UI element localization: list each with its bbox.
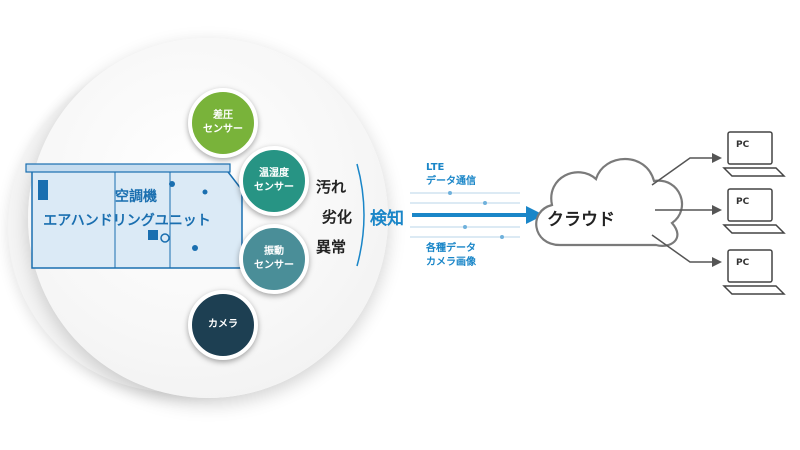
anomaly-dirt: 汚れ — [316, 178, 347, 196]
cloud-icon — [535, 158, 683, 247]
camera-sensor: カメラ — [188, 290, 258, 360]
sensor-label: 差圧 — [213, 110, 233, 121]
bracket-curve — [356, 163, 365, 267]
sensor-label: 温湿度 — [259, 168, 289, 179]
vibration-sensor: 振動 センサー — [239, 224, 309, 294]
temperature-humidity-sensor: 温湿度 センサー — [239, 146, 309, 216]
cloud-label: クラウド — [547, 210, 615, 230]
anomaly-abnormal: 異常 — [316, 238, 347, 256]
detection-label: 検知 — [370, 209, 404, 229]
sensor-label: 振動 — [264, 246, 284, 257]
air-handling-unit-illustration — [25, 163, 243, 269]
sensor-label: センサー — [254, 260, 294, 271]
pc-arrows — [651, 153, 722, 267]
sensor-label: カメラ — [208, 319, 238, 330]
unit-label-line1: 空調機 — [115, 189, 157, 205]
data-flow-arrows — [410, 191, 544, 239]
sensor-label: センサー — [203, 124, 243, 135]
pc-label-3: PC — [736, 258, 750, 268]
pc-label-1: PC — [736, 140, 750, 150]
pc-label-2: PC — [736, 197, 750, 207]
comm-top-line2: データ通信 — [426, 176, 476, 187]
differential-pressure-sensor: 差圧 センサー — [188, 88, 258, 158]
unit-label-line2: エアハンドリングユニット — [43, 213, 211, 229]
comm-bottom-line1: 各種データ — [426, 243, 476, 254]
laptop-icon — [722, 188, 786, 234]
comm-bottom-line2: カメラ画像 — [426, 257, 476, 268]
comm-top-line1: LTE — [426, 162, 445, 173]
laptop-icon — [722, 249, 786, 295]
laptop-icon — [722, 131, 786, 177]
anomaly-degradation: 劣化 — [322, 208, 353, 226]
sensor-label: センサー — [254, 182, 294, 193]
